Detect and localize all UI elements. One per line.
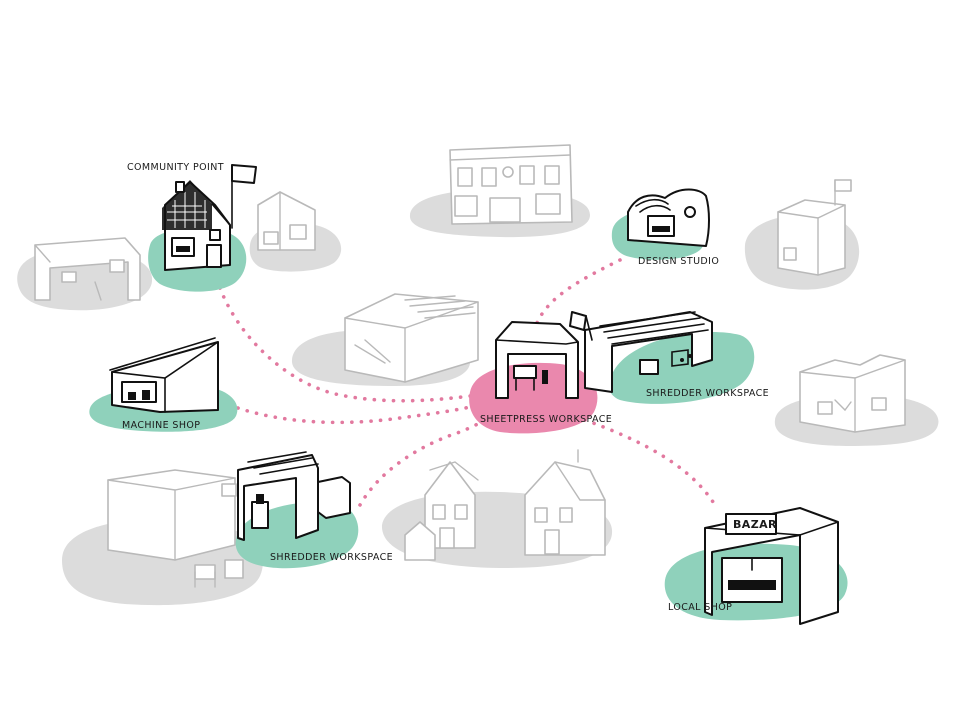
- path-community-point: [218, 286, 480, 403]
- ghost-canopy: [34, 237, 141, 301]
- label-local-shop: LOCAL SHOP: [668, 602, 732, 613]
- label-shredder-workspace-left: SHREDDER WORKSPACE: [270, 552, 393, 563]
- sheetpress-workspace-node[interactable]: SHEETPRESS WORKSPACE: [480, 321, 612, 425]
- ghost-cube-right: [777, 179, 852, 276]
- ghost-warehouse: [344, 293, 479, 383]
- local-shop-node[interactable]: BAZAR LOCAL SHOP: [668, 507, 839, 625]
- ghost-houses: [404, 449, 606, 561]
- path-shredder-left: [358, 418, 487, 507]
- ghost-recycle-hut: [257, 191, 316, 251]
- bazar-sign-text: BAZAR: [733, 518, 777, 531]
- shredder-workspace-left-node[interactable]: SHREDDER WORKSPACE: [237, 451, 393, 563]
- label-community-point: COMMUNITY POINT: [127, 162, 224, 173]
- ghost-factory: [799, 354, 906, 433]
- recycle-flag-icon: [231, 164, 257, 184]
- community-point-node[interactable]: COMMUNITY POINT: [127, 162, 257, 271]
- design-studio-node[interactable]: DESIGN STUDIO: [627, 188, 719, 268]
- path-design-studio: [533, 258, 622, 330]
- label-machine-shop: MACHINE SHOP: [122, 420, 200, 431]
- label-sheetpress-workspace: SHEETPRESS WORKSPACE: [480, 414, 612, 425]
- machine-shop-node[interactable]: MACHINE SHOP: [109, 337, 219, 431]
- path-machine-shop: [236, 403, 480, 425]
- shredder-workspace-right-node[interactable]: SHREDDER WORKSPACE: [569, 311, 769, 399]
- bazar-sign: [725, 513, 777, 535]
- connection-paths: [218, 258, 717, 507]
- label-shredder-workspace-right: SHREDDER WORKSPACE: [646, 388, 769, 399]
- ghost-big-cube: [107, 469, 244, 588]
- ghost-buildings: [34, 144, 906, 588]
- path-local-shop: [583, 418, 717, 507]
- label-design-studio: DESIGN STUDIO: [638, 256, 719, 267]
- ghost-school: [449, 144, 573, 225]
